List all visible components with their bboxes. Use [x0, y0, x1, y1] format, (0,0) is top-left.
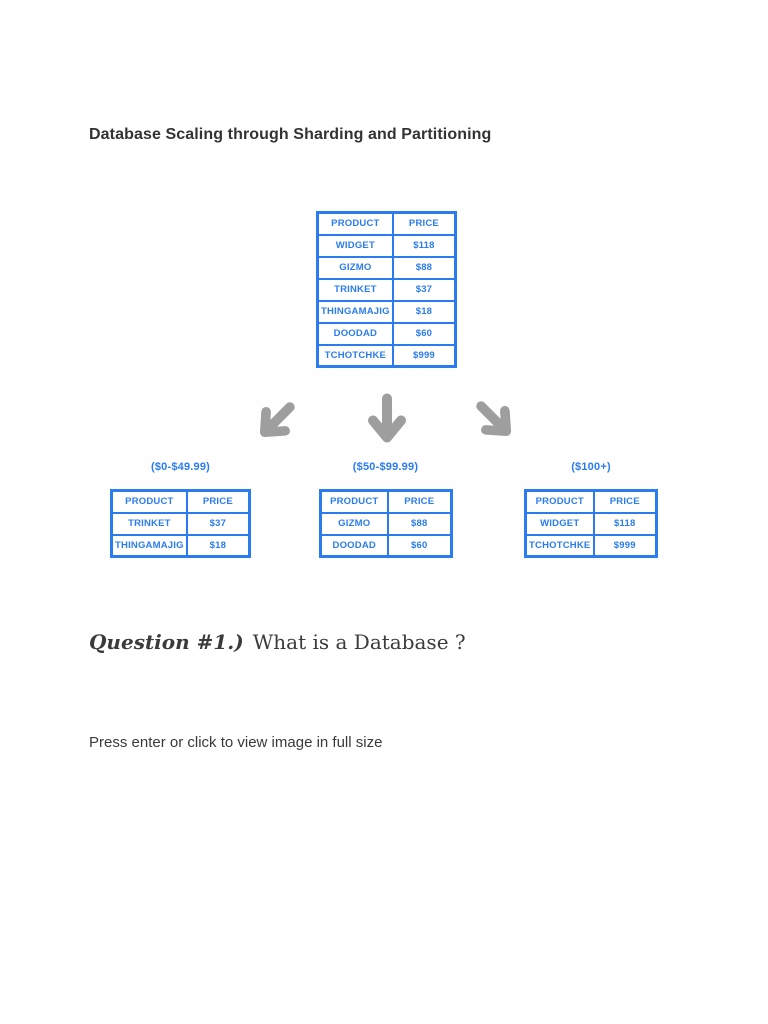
table-row: WIDGET $118	[524, 511, 658, 536]
main-product-table: PRODUCT PRICE WIDGET $118 GIZMO $88 TRIN…	[316, 211, 458, 368]
table-cell: $88	[387, 511, 452, 536]
shard-table-high-price: PRODUCT PRICE WIDGET $118 TCHOTCHKE $999	[524, 489, 658, 558]
price-header-cell: PRICE	[387, 489, 452, 514]
price-header-cell: PRICE	[592, 489, 658, 514]
table-row: THINGAMAJIG $18	[110, 533, 251, 558]
table-row: TRINKET $37	[110, 511, 251, 536]
table-cell: DOODAD	[319, 533, 389, 558]
page-title: Database Scaling through Sharding and Pa…	[89, 126, 492, 143]
shard-group-high-price: ($100+) PRODUCT PRICE WIDGET $118 TCHOTC…	[521, 461, 661, 558]
table-cell: GIZMO	[316, 255, 394, 280]
table-row: DOODAD $60	[316, 321, 457, 346]
table-cell: $37	[391, 277, 457, 302]
product-header-cell: PRODUCT	[524, 489, 595, 514]
question-number: Question #1.)	[89, 630, 244, 654]
arrow-down-left-icon	[243, 386, 311, 454]
table-cell: TCHOTCHKE	[524, 533, 595, 558]
arrow-down-right-icon	[460, 385, 528, 453]
table-header-row: PRODUCT PRICE	[316, 211, 457, 236]
product-header-cell: PRODUCT	[316, 211, 394, 236]
table-header-row: PRODUCT PRICE	[319, 489, 452, 514]
price-header-cell: PRICE	[185, 489, 251, 514]
table-cell: GIZMO	[319, 511, 389, 536]
table-row: GIZMO $88	[319, 511, 452, 536]
table-header-row: PRODUCT PRICE	[110, 489, 251, 514]
table-cell: $999	[391, 343, 457, 368]
table-row: DOODAD $60	[319, 533, 452, 558]
shard-group-mid-price: ($50-$99.99) PRODUCT PRICE GIZMO $88 DOO…	[316, 461, 455, 558]
shard-table-low-price: PRODUCT PRICE TRINKET $37 THINGAMAJIG $1…	[110, 489, 251, 558]
table-row: GIZMO $88	[316, 255, 457, 280]
table-cell: WIDGET	[316, 233, 394, 258]
table-cell: $18	[391, 299, 457, 324]
question-body: What is a Database ?	[252, 630, 466, 654]
sharding-diagram-image[interactable]: PRODUCT PRICE WIDGET $118 GIZMO $88 TRIN…	[91, 190, 677, 590]
shard-table-mid-price: PRODUCT PRICE GIZMO $88 DOODAD $60	[318, 489, 453, 558]
shard-range-label: ($50-$99.99)	[352, 461, 419, 473]
table-cell: $60	[387, 533, 452, 558]
product-header-cell: PRODUCT	[319, 489, 389, 514]
table-cell: TRINKET	[110, 511, 188, 536]
table-row: THINGAMAJIG $18	[316, 299, 457, 324]
table-header-row: PRODUCT PRICE	[524, 489, 658, 514]
table-cell: THINGAMAJIG	[316, 299, 394, 324]
table-cell: TCHOTCHKE	[316, 343, 394, 368]
image-viewer-hint: Press enter or click to view image in fu…	[89, 734, 383, 751]
table-cell: DOODAD	[316, 321, 394, 346]
arrow-down-icon	[365, 392, 409, 445]
table-cell: THINGAMAJIG	[110, 533, 188, 558]
question-text: Question #1.) What is a Database ?	[89, 630, 466, 654]
shard-range-label: ($0-$49.99)	[150, 461, 211, 473]
table-cell: $37	[185, 511, 251, 536]
main-table-container: PRODUCT PRICE WIDGET $118 GIZMO $88 TRIN…	[316, 211, 458, 368]
price-header-cell: PRICE	[391, 211, 457, 236]
table-cell: $88	[391, 255, 457, 280]
table-cell: TRINKET	[316, 277, 394, 302]
table-row: WIDGET $118	[316, 233, 457, 258]
shard-group-low-price: ($0-$49.99) PRODUCT PRICE TRINKET $37 TH…	[110, 461, 251, 558]
table-row: TRINKET $37	[316, 277, 457, 302]
table-cell: $118	[391, 233, 457, 258]
table-cell: WIDGET	[524, 511, 595, 536]
shard-range-label: ($100+)	[571, 461, 611, 473]
table-cell: $118	[592, 511, 658, 536]
table-row: TCHOTCHKE $999	[316, 343, 457, 368]
table-cell: $18	[185, 533, 251, 558]
table-row: TCHOTCHKE $999	[524, 533, 658, 558]
table-cell: $60	[391, 321, 457, 346]
table-cell: $999	[592, 533, 658, 558]
product-header-cell: PRODUCT	[110, 489, 188, 514]
